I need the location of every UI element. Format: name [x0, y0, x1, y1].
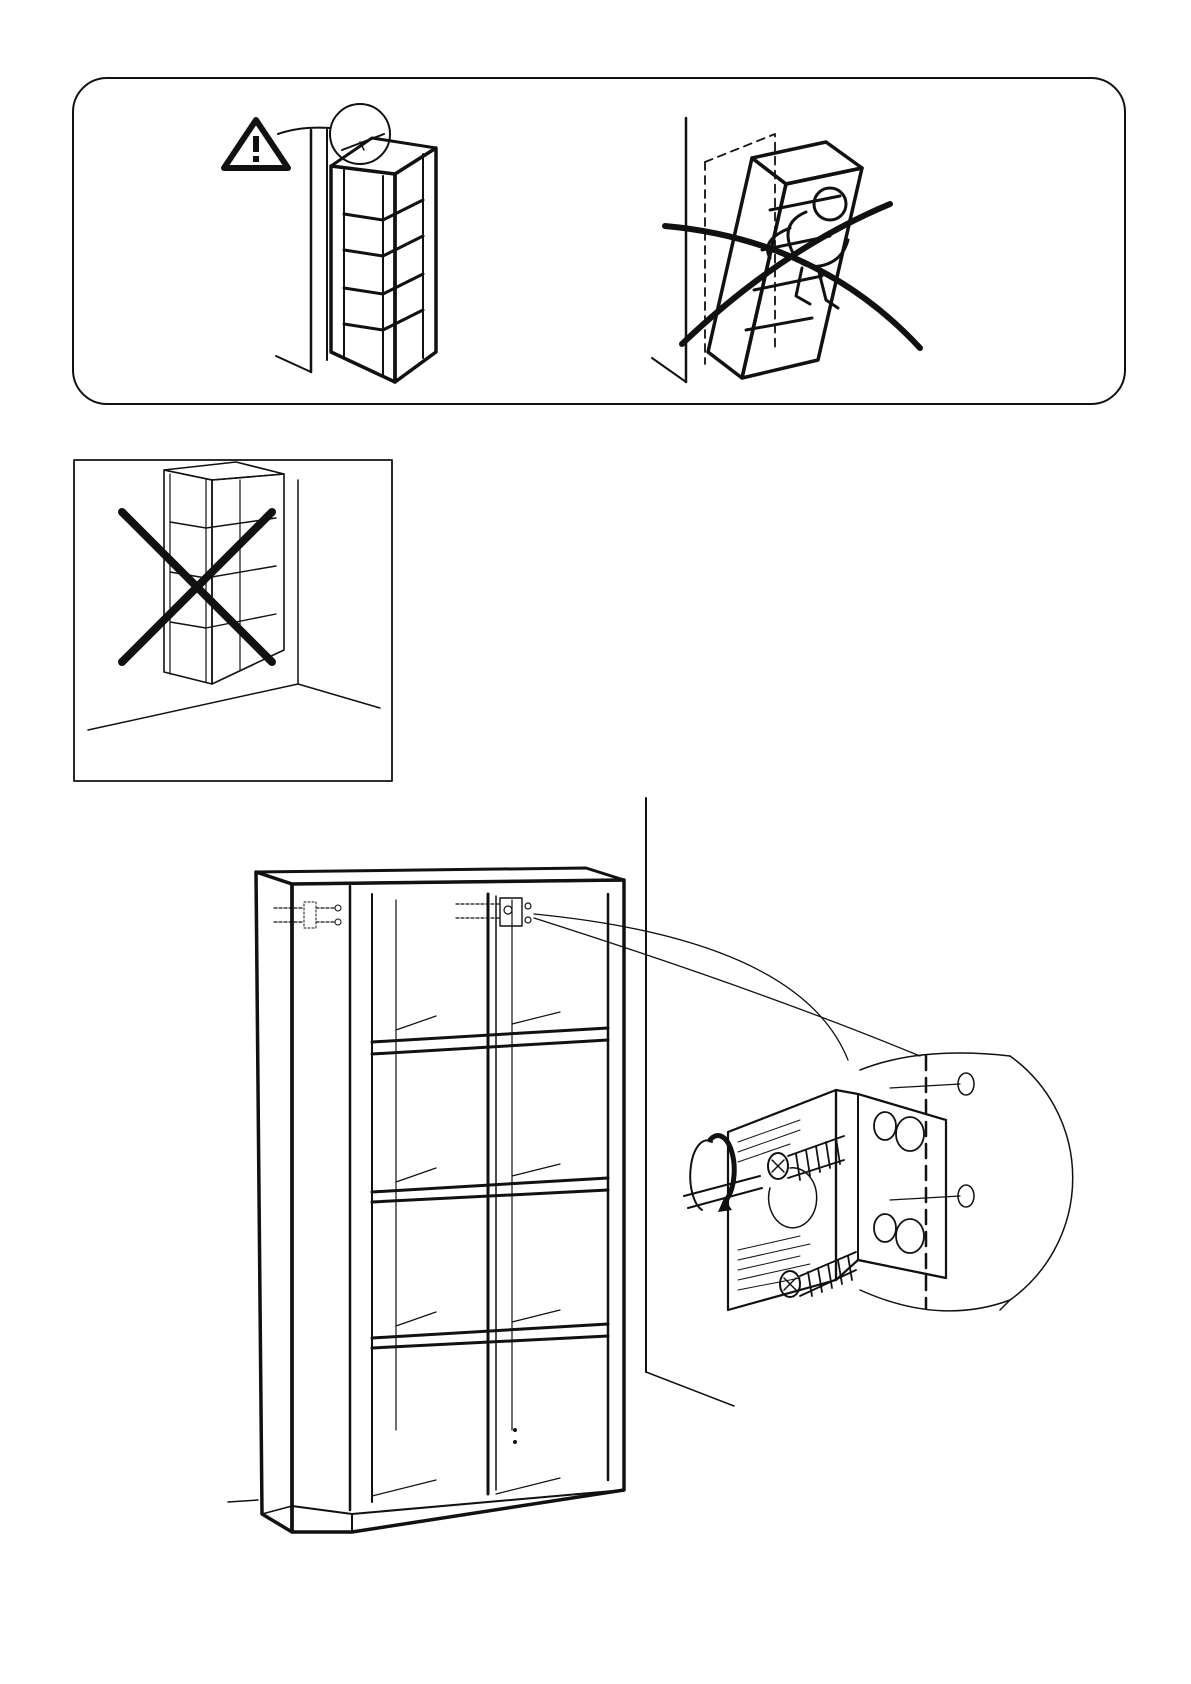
- screwdriver-icon: [684, 1136, 762, 1212]
- cross-mark-icon: [122, 512, 272, 662]
- fitting-marks-left: [274, 902, 341, 928]
- rounded-banner-frame: [73, 78, 1125, 404]
- cross-mark-icon: [665, 204, 920, 348]
- detail-callout-leader: [534, 914, 920, 1060]
- no-wall-hanging-panel: [0, 440, 420, 800]
- wall-anchoring-drawing: [0, 790, 1191, 1590]
- bracket-detail-circle: [860, 1053, 1073, 1311]
- warning-banner-drawing: [0, 0, 1191, 420]
- wall-anchoring-panel: [0, 790, 1191, 1590]
- screw-icon: [780, 1252, 856, 1297]
- warning-triangle-icon: [224, 120, 330, 168]
- angle-bracket: [728, 1090, 946, 1310]
- warning-banner-panel: [0, 0, 1191, 420]
- fitting-marks-right: [456, 898, 531, 926]
- bookcase-2x4: [256, 868, 624, 1532]
- anchored-bookcase: [331, 138, 436, 382]
- magnifier-detail: [330, 104, 390, 164]
- no-wall-hanging-drawing: [0, 440, 420, 800]
